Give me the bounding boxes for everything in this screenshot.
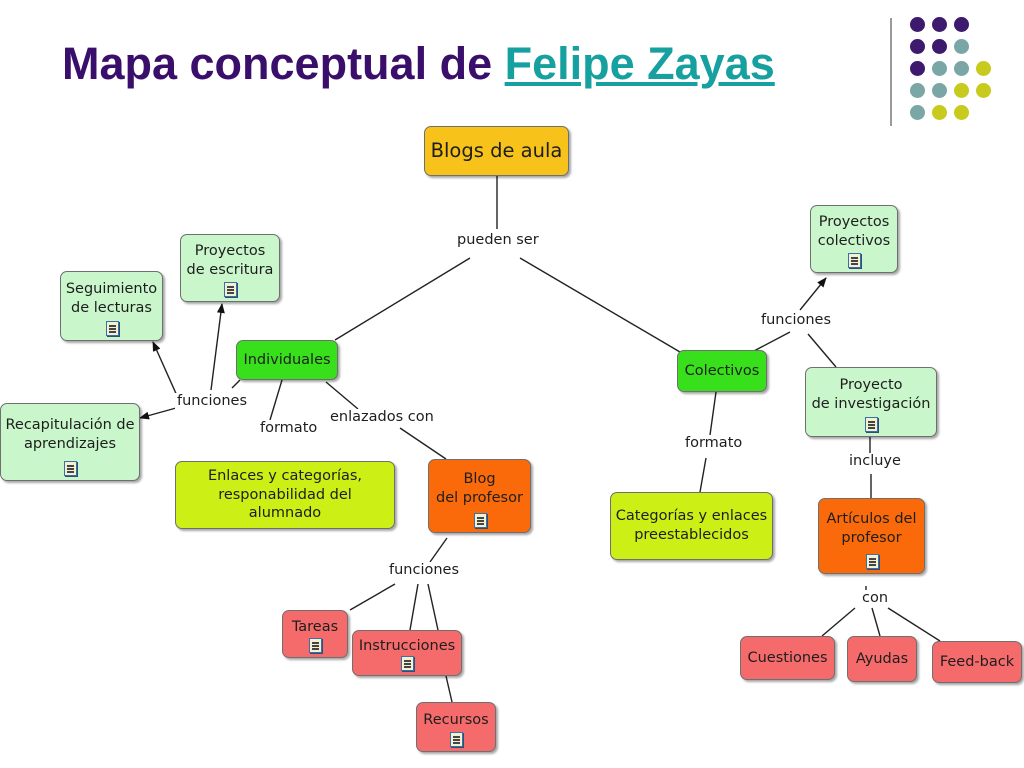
note-icon[interactable] — [848, 253, 861, 268]
decorative-dot — [910, 83, 925, 98]
connector-line — [269, 379, 283, 421]
note-icon[interactable] — [865, 554, 879, 569]
node-tareas: Tareas — [282, 610, 348, 658]
connector-line — [409, 583, 419, 631]
title-link[interactable]: Felipe Zayas — [504, 38, 775, 89]
note-icon[interactable] — [105, 321, 119, 336]
node-categorias-enlaces: Categorías y enlaces preestablecidos — [610, 492, 773, 560]
decorative-dot — [954, 17, 969, 32]
note-icon[interactable] — [450, 732, 463, 747]
connector-line — [427, 583, 439, 631]
link-label-funciones-blog: funciones — [387, 562, 462, 578]
connector-line — [325, 381, 359, 410]
connector-line — [399, 427, 447, 460]
node-blogs-de-aula: Blogs de aula — [424, 126, 569, 176]
node-cuestiones: Cuestiones — [740, 636, 835, 680]
node-enlaces-categorias: Enlaces y categorías, responabilidad del… — [175, 461, 395, 529]
arrow-connector — [139, 407, 177, 420]
connector-line — [699, 457, 707, 493]
link-label-pueden-ser: pueden ser — [455, 232, 541, 248]
note-icon[interactable] — [865, 417, 878, 432]
decorative-dot — [932, 39, 947, 54]
decorative-dot — [932, 17, 947, 32]
note-icon[interactable] — [401, 656, 414, 671]
node-feed-back: Feed-back — [932, 641, 1022, 683]
node-proyectos-escritura: Proyectos de escritura — [180, 234, 280, 302]
note-icon[interactable] — [224, 282, 237, 297]
slide-title: Mapa conceptual de Felipe Zayas — [62, 38, 775, 90]
decorative-dot — [910, 39, 925, 54]
link-label-formato-individuales: formato — [258, 420, 320, 436]
connector-line — [821, 607, 856, 637]
node-ayudas: Ayudas — [847, 636, 917, 682]
connector-line — [445, 675, 453, 703]
decorative-dot-grid — [905, 12, 1015, 132]
decorative-dot — [910, 61, 925, 76]
connector-line — [709, 391, 717, 436]
decorative-dot — [954, 105, 969, 120]
link-label-funciones-individuales: funciones — [175, 393, 250, 409]
note-icon[interactable] — [64, 461, 77, 476]
node-colectivos: Colectivos — [677, 350, 767, 392]
decorative-dot — [976, 61, 991, 76]
decorative-dot — [932, 105, 947, 120]
link-label-enlazados-con: enlazados con — [328, 409, 436, 425]
decorative-dot — [910, 105, 925, 120]
decorative-dot — [954, 83, 969, 98]
connector-line — [429, 537, 448, 563]
note-icon[interactable] — [473, 513, 487, 528]
note-icon[interactable] — [309, 638, 322, 653]
connector-line — [871, 607, 881, 637]
connector-line — [334, 257, 471, 341]
arrow-connector — [210, 303, 225, 391]
connector-line — [231, 379, 241, 389]
decorative-dot — [910, 17, 925, 32]
link-label-con: con — [860, 590, 891, 606]
connector-line — [349, 583, 396, 611]
decorative-dot — [976, 83, 991, 98]
decorative-dot — [932, 61, 947, 76]
connector-line — [751, 331, 791, 353]
connector-line — [519, 257, 681, 353]
arrow-connector — [152, 341, 179, 399]
decorative-dot — [954, 61, 969, 76]
title-prefix: Mapa conceptual de — [62, 38, 505, 89]
decorative-dot — [954, 39, 969, 54]
arrow-connector — [799, 277, 827, 311]
connector-line — [887, 607, 941, 642]
link-label-incluye: incluye — [847, 453, 903, 469]
link-label-funciones-colectivos: funciones — [759, 312, 834, 328]
decorative-dot — [932, 83, 947, 98]
link-label-formato-colectivos: formato — [683, 435, 745, 451]
node-proyectos-colectivos: Proyectos colectivos — [810, 205, 898, 273]
title-divider — [890, 18, 892, 126]
connector-line — [807, 333, 837, 368]
node-individuales: Individuales — [236, 340, 338, 380]
